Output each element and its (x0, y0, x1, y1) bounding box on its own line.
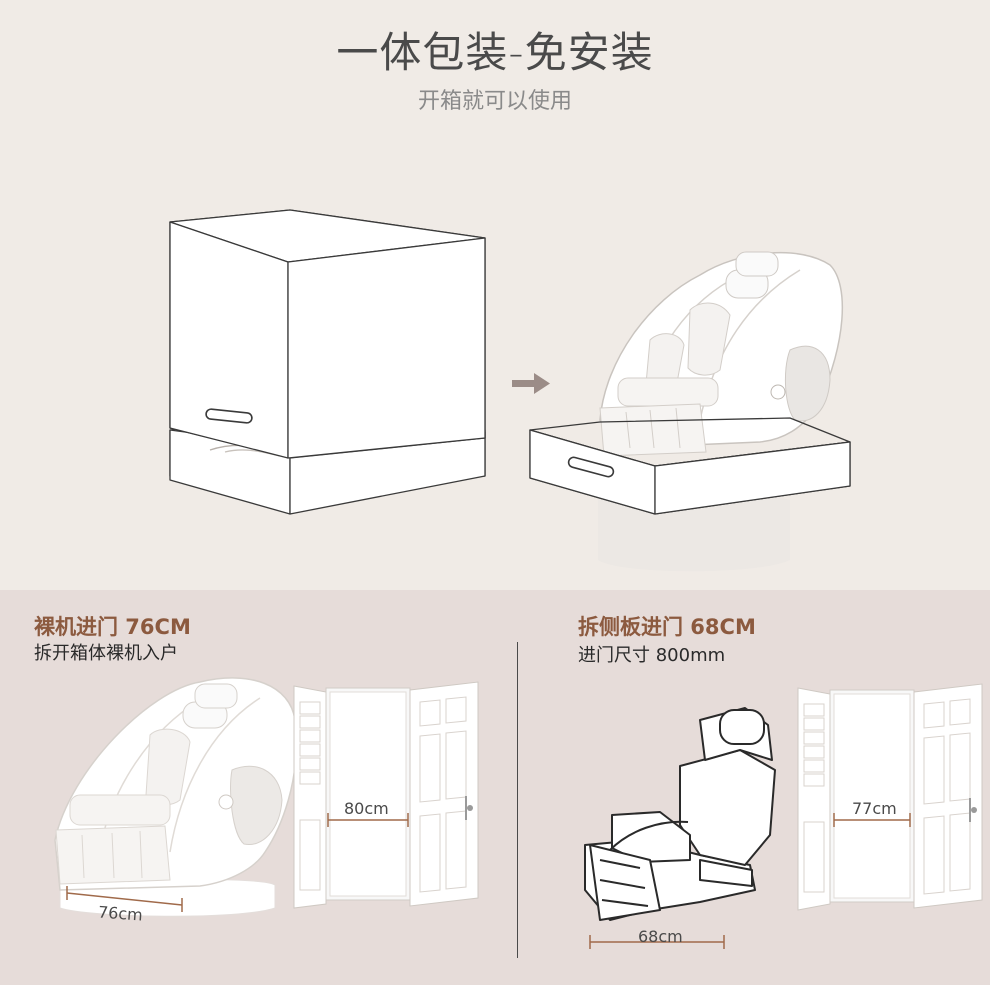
left-chair-width-label: 76cm (97, 902, 144, 925)
page-subtitle: 开箱就可以使用 (417, 89, 572, 114)
massage-chair-icon (54, 677, 297, 917)
packaging-section: 一体包装-免安装 开箱就可以使用 (0, 0, 990, 590)
double-door-icon (293, 681, 479, 909)
arrow-right-icon (512, 373, 550, 394)
left-door-dimension-line (327, 813, 409, 827)
left-door-width-label: 80cm (344, 799, 389, 818)
section-divider (517, 642, 518, 958)
packaging-illustration (169, 209, 851, 572)
closed-box-icon (169, 209, 486, 515)
left-panel-subtitle: 拆开箱体裸机入户 (34, 643, 178, 664)
massage-chair-side-panel-removed-icon (584, 707, 776, 921)
door-entry-illustration (54, 677, 983, 949)
double-door-icon (797, 683, 983, 911)
right-door-width-label: 77cm (852, 799, 897, 818)
massage-chair-in-tray-icon (529, 251, 851, 572)
right-panel-subtitle: 进门尺寸 800mm (578, 645, 726, 666)
right-chair-dimension-line (589, 935, 725, 949)
right-panel-title: 拆侧板进门 68CM (578, 615, 756, 639)
page-title: 一体包装-免安装 (336, 28, 654, 77)
left-chair-dimension-line (66, 886, 183, 912)
right-door-dimension-line (833, 813, 911, 827)
left-panel-title: 裸机进门 76CM (34, 615, 191, 639)
door-entry-section: 裸机进门 76CM 拆开箱体裸机入户 拆侧板进门 68CM 进门尺寸 800mm… (0, 590, 990, 985)
right-chair-width-label: 68cm (638, 927, 683, 946)
